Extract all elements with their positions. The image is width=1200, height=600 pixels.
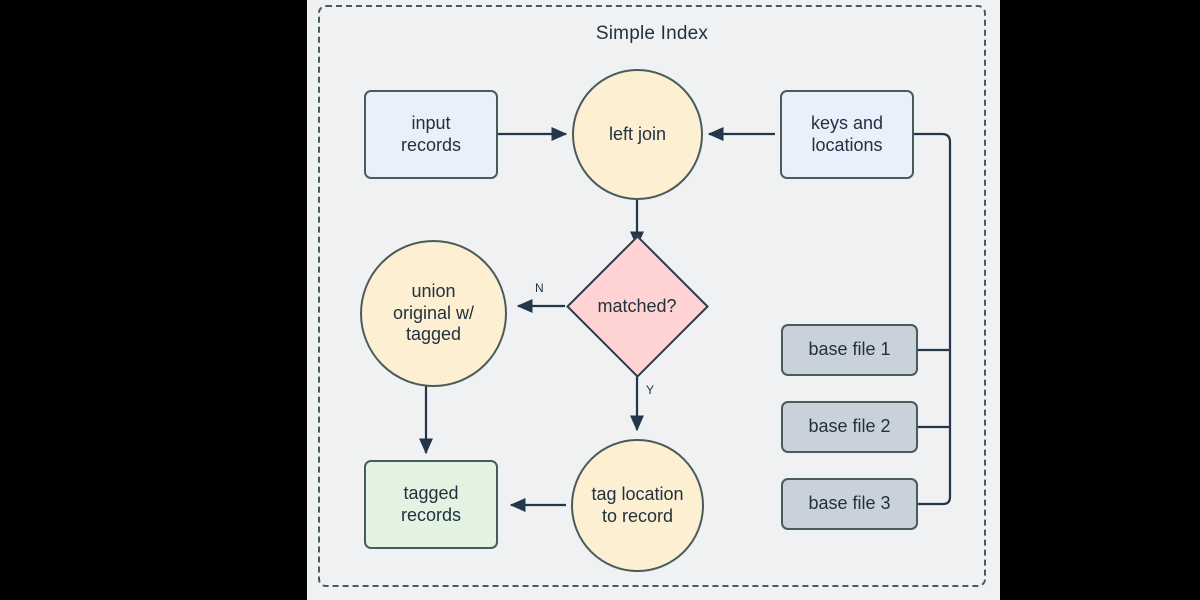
- node-base-file-3-label: base file 3: [808, 493, 891, 514]
- node-keys-and-locations[interactable]: keys and locations: [780, 90, 914, 179]
- node-input-records-label: input records: [400, 112, 462, 155]
- node-base-file-1-label: base file 1: [808, 339, 891, 360]
- node-tagged-records[interactable]: tagged records: [364, 460, 498, 549]
- edge-label-yes: Y: [646, 383, 655, 397]
- node-union-label: union original w/ tagged: [392, 280, 475, 345]
- node-base-file-3[interactable]: base file 3: [781, 478, 918, 530]
- edge-label-no: N: [535, 281, 544, 295]
- node-left-join-label: left join: [608, 123, 667, 144]
- node-base-file-2[interactable]: base file 2: [781, 401, 918, 453]
- node-matched-label: matched?: [597, 295, 677, 316]
- node-left-join[interactable]: left join: [572, 69, 703, 200]
- letterbox-right: [1000, 0, 1200, 600]
- node-tagged-records-label: tagged records: [400, 482, 462, 525]
- node-base-file-2-label: base file 2: [808, 416, 891, 437]
- node-tag-location-label: tag location to record: [591, 483, 684, 526]
- diagram-canvas: Simple Index: [307, 0, 1000, 600]
- node-keys-and-locations-label: keys and locations: [810, 112, 884, 155]
- diagram-title: Simple Index: [595, 23, 709, 44]
- letterbox-left: [0, 0, 307, 600]
- node-union-original-with-tagged[interactable]: union original w/ tagged: [360, 240, 507, 387]
- node-matched-decision[interactable]: matched?: [565, 234, 709, 378]
- node-tag-location-to-record[interactable]: tag location to record: [571, 439, 704, 572]
- node-input-records[interactable]: input records: [364, 90, 498, 179]
- node-base-file-1[interactable]: base file 1: [781, 324, 918, 376]
